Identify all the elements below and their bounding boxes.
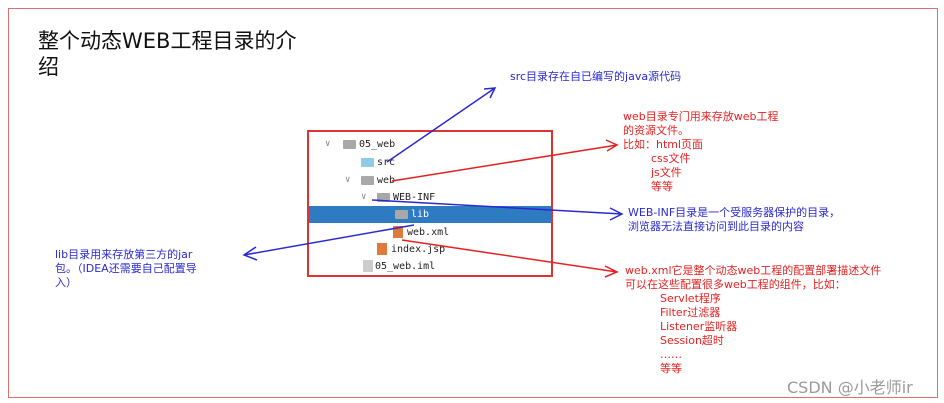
tree-item-label: web.xml (407, 227, 450, 238)
tree-item-label: 05_web (359, 139, 396, 150)
arrow-web-inf (371, 199, 624, 221)
project-tree: ∨ 05_web src ∨ web ∨ WEB-INF lib web.xml… (307, 130, 553, 277)
arrow-lib (242, 224, 415, 261)
chevron-down-icon[interactable]: ∨ (361, 192, 367, 202)
tree-item-web[interactable]: ∨ web (309, 172, 551, 189)
tree-item-src[interactable]: src (309, 154, 551, 171)
chevron-down-icon[interactable]: ∨ (345, 175, 351, 185)
tree-item-web-xml[interactable]: web.xml (309, 224, 551, 241)
iml-file-icon (363, 260, 373, 272)
tree-item-index-jsp[interactable]: index.jsp (309, 241, 551, 258)
chevron-down-icon[interactable]: ∨ (325, 139, 331, 149)
arrow-src (386, 87, 497, 163)
tree-item-web-inf[interactable]: ∨ WEB-INF (309, 189, 551, 206)
note-web-inf: WEB-INF目录是一个受服务器保护的目录， 浏览器无法直接访问到此目录的内容 (628, 206, 841, 233)
tree-item-label: src (377, 157, 396, 168)
folder-icon (395, 210, 408, 219)
tree-item-label: WEB-INF (393, 192, 436, 203)
tree-item-lib[interactable]: lib (309, 206, 551, 223)
tree-item-label: lib (411, 209, 430, 220)
note-web-xml: web.xml它是整个动态web工程的配置部署描述文件 可以在这些配置很多web… (625, 264, 882, 375)
page-title: 整个动态WEB工程目录的介绍 (38, 29, 297, 79)
source-folder-icon (361, 158, 374, 167)
tree-item-label: web (377, 175, 396, 186)
watermark: CSDN @小老师ir (787, 378, 913, 397)
web-folder-icon (361, 176, 374, 185)
folder-icon (377, 193, 390, 202)
module-folder-icon (343, 140, 356, 149)
tree-item-05-web[interactable]: ∨ 05_web (309, 136, 551, 153)
xml-file-icon (393, 226, 403, 238)
jsp-file-icon (377, 243, 387, 255)
arrow-web-xml (401, 239, 619, 278)
note-web: web目录专门用来存放web工程 的资源文件。 比如：html页面 css文件 … (623, 110, 779, 193)
tree-item-05-web-iml[interactable]: 05_web.iml (309, 258, 551, 275)
tree-item-label: index.jsp (391, 244, 446, 255)
note-lib: lib目录用来存放第三方的jar 包。（IDEA还需要自己配置导 入） (55, 248, 197, 289)
tree-item-label: 05_web.iml (375, 261, 436, 272)
outer-frame (8, 8, 938, 398)
note-src: src目录存在自已编写的java源代码 (510, 70, 682, 83)
arrow-web (391, 139, 619, 182)
